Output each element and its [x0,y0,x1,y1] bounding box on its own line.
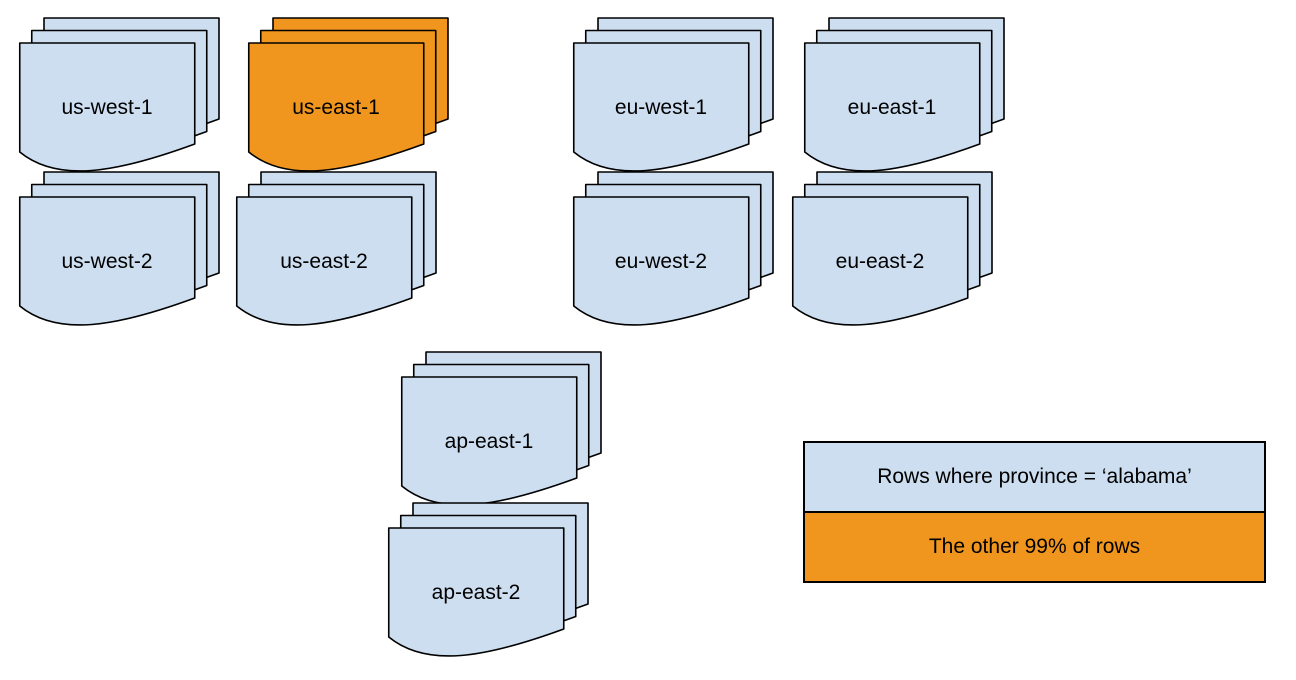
region-label: us-east-1 [292,96,380,119]
document-sheet-front-icon [572,196,750,326]
region-label: eu-west-1 [615,96,707,119]
region-stack-us-east-1: us-east-1 [247,17,449,172]
region-label: us-west-1 [61,96,152,119]
document-sheet-front-icon [387,527,565,657]
document-sheet-front-icon [18,42,196,172]
region-stack-eu-east-1: eu-east-1 [803,17,1005,172]
region-stack-us-west-1: us-west-1 [18,17,220,172]
region-label: us-east-2 [280,250,368,273]
document-sheet-front-icon [803,42,981,172]
document-sheet-front-icon [235,196,413,326]
region-label: ap-east-1 [445,430,534,453]
region-stack-eu-west-2: eu-west-2 [572,171,774,326]
region-stack-eu-east-2: eu-east-2 [791,171,993,326]
region-stack-eu-west-1: eu-west-1 [572,17,774,172]
region-label: eu-west-2 [615,250,707,273]
legend-item-label: The other 99% of rows [928,535,1141,558]
document-sheet-front-icon [791,196,969,326]
legend: Rows where province = ‘alabama’ The othe… [803,441,1266,583]
region-label: ap-east-2 [432,581,521,604]
region-label: eu-east-1 [848,96,937,119]
document-sheet-front-icon [572,42,750,172]
legend-item-other-rows: The other 99% of rows [805,511,1264,581]
legend-item-label: Rows where province = ‘alabama’ [877,465,1192,488]
region-label: us-west-2 [61,250,152,273]
region-label: eu-east-2 [836,250,925,273]
document-sheet-front-icon [18,196,196,326]
legend-item-alabama-rows: Rows where province = ‘alabama’ [805,443,1264,511]
document-sheet-front-icon [247,42,425,172]
region-stack-ap-east-1: ap-east-1 [400,351,602,506]
region-stack-us-east-2: us-east-2 [235,171,437,326]
region-stack-ap-east-2: ap-east-2 [387,502,589,657]
region-stack-us-west-2: us-west-2 [18,171,220,326]
